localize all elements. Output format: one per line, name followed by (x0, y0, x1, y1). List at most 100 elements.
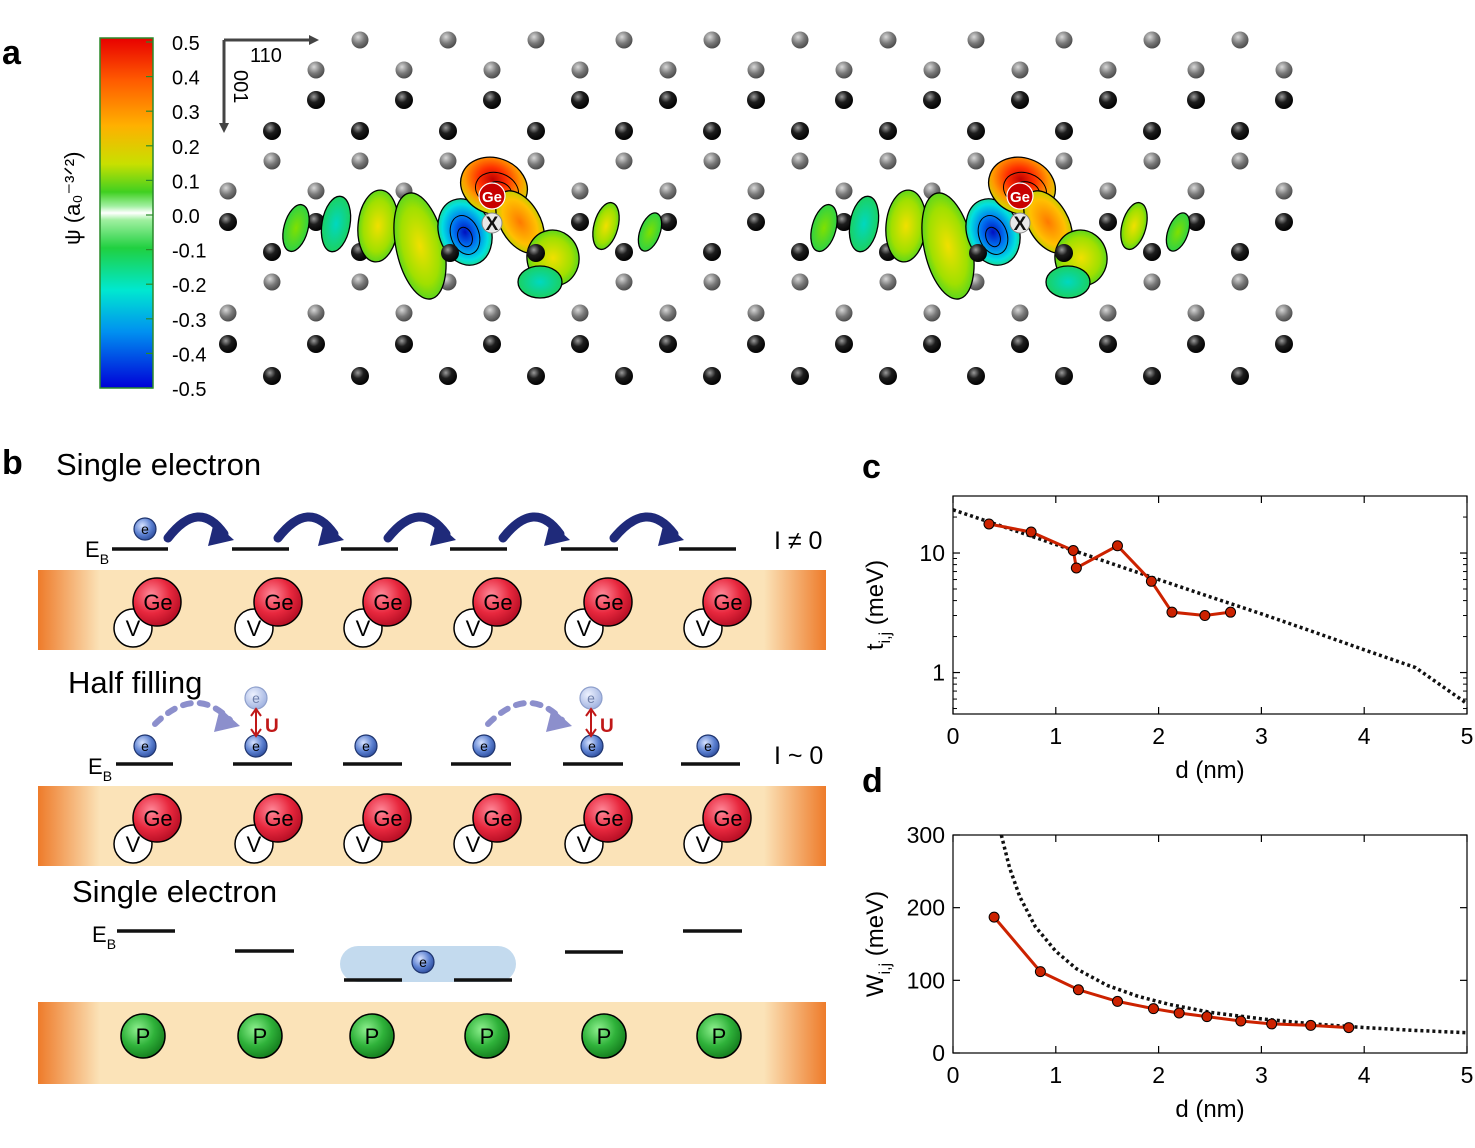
lattice-atom (395, 335, 413, 353)
hop-arrow-head (546, 708, 572, 732)
panel-label-c: c (862, 448, 881, 486)
lattice-atom (571, 61, 589, 79)
colorbar-tick-label: 0.2 (172, 137, 200, 159)
fit-line (953, 508, 1467, 706)
ge-atom (472, 793, 522, 843)
ge-atom (132, 577, 182, 627)
row-title: Half filling (68, 665, 202, 700)
x-tick-label: 3 (1255, 723, 1268, 749)
ge-atom (702, 793, 752, 843)
lattice-atom (703, 122, 721, 140)
p-atom-label: P (136, 1024, 151, 1049)
lattice-atom (1275, 335, 1293, 353)
p-atom (120, 1013, 166, 1059)
lattice-atom (439, 31, 457, 49)
y-axis-label-unit: (meV) (862, 891, 889, 963)
electron (411, 950, 435, 974)
lattice-atom (747, 335, 765, 353)
hop-arrow-head (430, 522, 456, 546)
lattice-atom (615, 122, 633, 140)
lattice-atom (1099, 61, 1117, 79)
ge-atom-label: Ge (143, 590, 172, 615)
colorbar-tick-label: 0.1 (172, 171, 200, 193)
colorbar-tick-label: 0.4 (172, 68, 200, 90)
u-arrow-head-down (250, 728, 262, 738)
lattice-atom (747, 213, 765, 231)
contour-negative-core (457, 226, 473, 248)
lattice-atom (1187, 91, 1205, 109)
lattice-atom (1275, 182, 1293, 200)
vacancy-site (1009, 212, 1031, 234)
plot-frame (952, 495, 1468, 715)
lattice-atom (923, 91, 941, 109)
hop-arrow-head (208, 522, 234, 546)
eb-label-main: E (85, 537, 100, 562)
lattice-atom (1099, 213, 1117, 231)
data-point (1145, 575, 1157, 587)
lattice-atom (1275, 91, 1293, 109)
ge-atom-label: Ge (143, 806, 172, 831)
lattice-atom (307, 304, 325, 322)
lobe-right (592, 201, 620, 251)
lattice-atom (703, 273, 721, 291)
lattice-atom (747, 304, 765, 322)
ge-atom-label: Ge (1010, 189, 1030, 206)
ge-atom (253, 793, 303, 843)
lattice-atom (791, 367, 809, 385)
x-tick-label: 0 (947, 723, 960, 749)
data-point (1147, 1003, 1159, 1015)
colorbar-tick-label: -0.1 (172, 241, 206, 263)
lattice-atom (1055, 31, 1073, 49)
electron-label: e (141, 521, 149, 537)
eb-label-sub: B (107, 936, 116, 952)
plot-frame (952, 834, 1468, 1054)
electron (133, 734, 157, 758)
ge-atom (583, 793, 633, 843)
u-label: U (265, 716, 279, 737)
panel-label-a: a (2, 34, 22, 72)
y-tick-label: 0 (932, 1040, 945, 1066)
lattice-atom (923, 335, 941, 353)
lattice-atom (1143, 31, 1161, 49)
lattice-atom-overlay (969, 244, 987, 262)
contour-negative-inner (977, 215, 1009, 255)
lattice-atom (1187, 182, 1205, 200)
electron-label: e (362, 738, 370, 754)
p-atom-label: P (597, 1024, 612, 1049)
lattice-atom-overlay (441, 244, 459, 262)
lattice-atom (879, 273, 897, 291)
electron-label: e (480, 738, 488, 754)
lattice-atom (835, 304, 853, 322)
lobe-left (320, 195, 352, 253)
lattice-atom (571, 91, 589, 109)
ge-atom-label: Ge (594, 590, 623, 615)
lattice-atom (307, 61, 325, 79)
lattice-atom (527, 367, 545, 385)
lattice-atom (1099, 182, 1117, 200)
lattice-atom (1055, 122, 1073, 140)
electron-label: e (419, 954, 427, 970)
lattice-atom (923, 304, 941, 322)
lattice-atom (351, 273, 369, 291)
ge-atom (478, 182, 506, 210)
ge-atom-label: Ge (373, 590, 402, 615)
data-line (992, 916, 1349, 1030)
data-point (1173, 1007, 1185, 1019)
lattice-atom (1011, 91, 1029, 109)
lattice-atom (835, 182, 853, 200)
u-arrow-head-down (585, 728, 597, 738)
lattice-atom (659, 182, 677, 200)
vacancy-atom-label: V (696, 616, 711, 641)
ge-atom (1006, 182, 1034, 210)
lattice-atom (791, 273, 809, 291)
electron (696, 734, 720, 758)
lattice-atom (1187, 61, 1205, 79)
lattice-atom (395, 91, 413, 109)
silicon-slab-right-edge (764, 786, 826, 866)
lattice-atom (703, 31, 721, 49)
p-atom-label: P (253, 1024, 268, 1049)
x-tick-label: 5 (1461, 1062, 1474, 1088)
lobe-far-left (282, 203, 310, 253)
lattice-atom (747, 91, 765, 109)
